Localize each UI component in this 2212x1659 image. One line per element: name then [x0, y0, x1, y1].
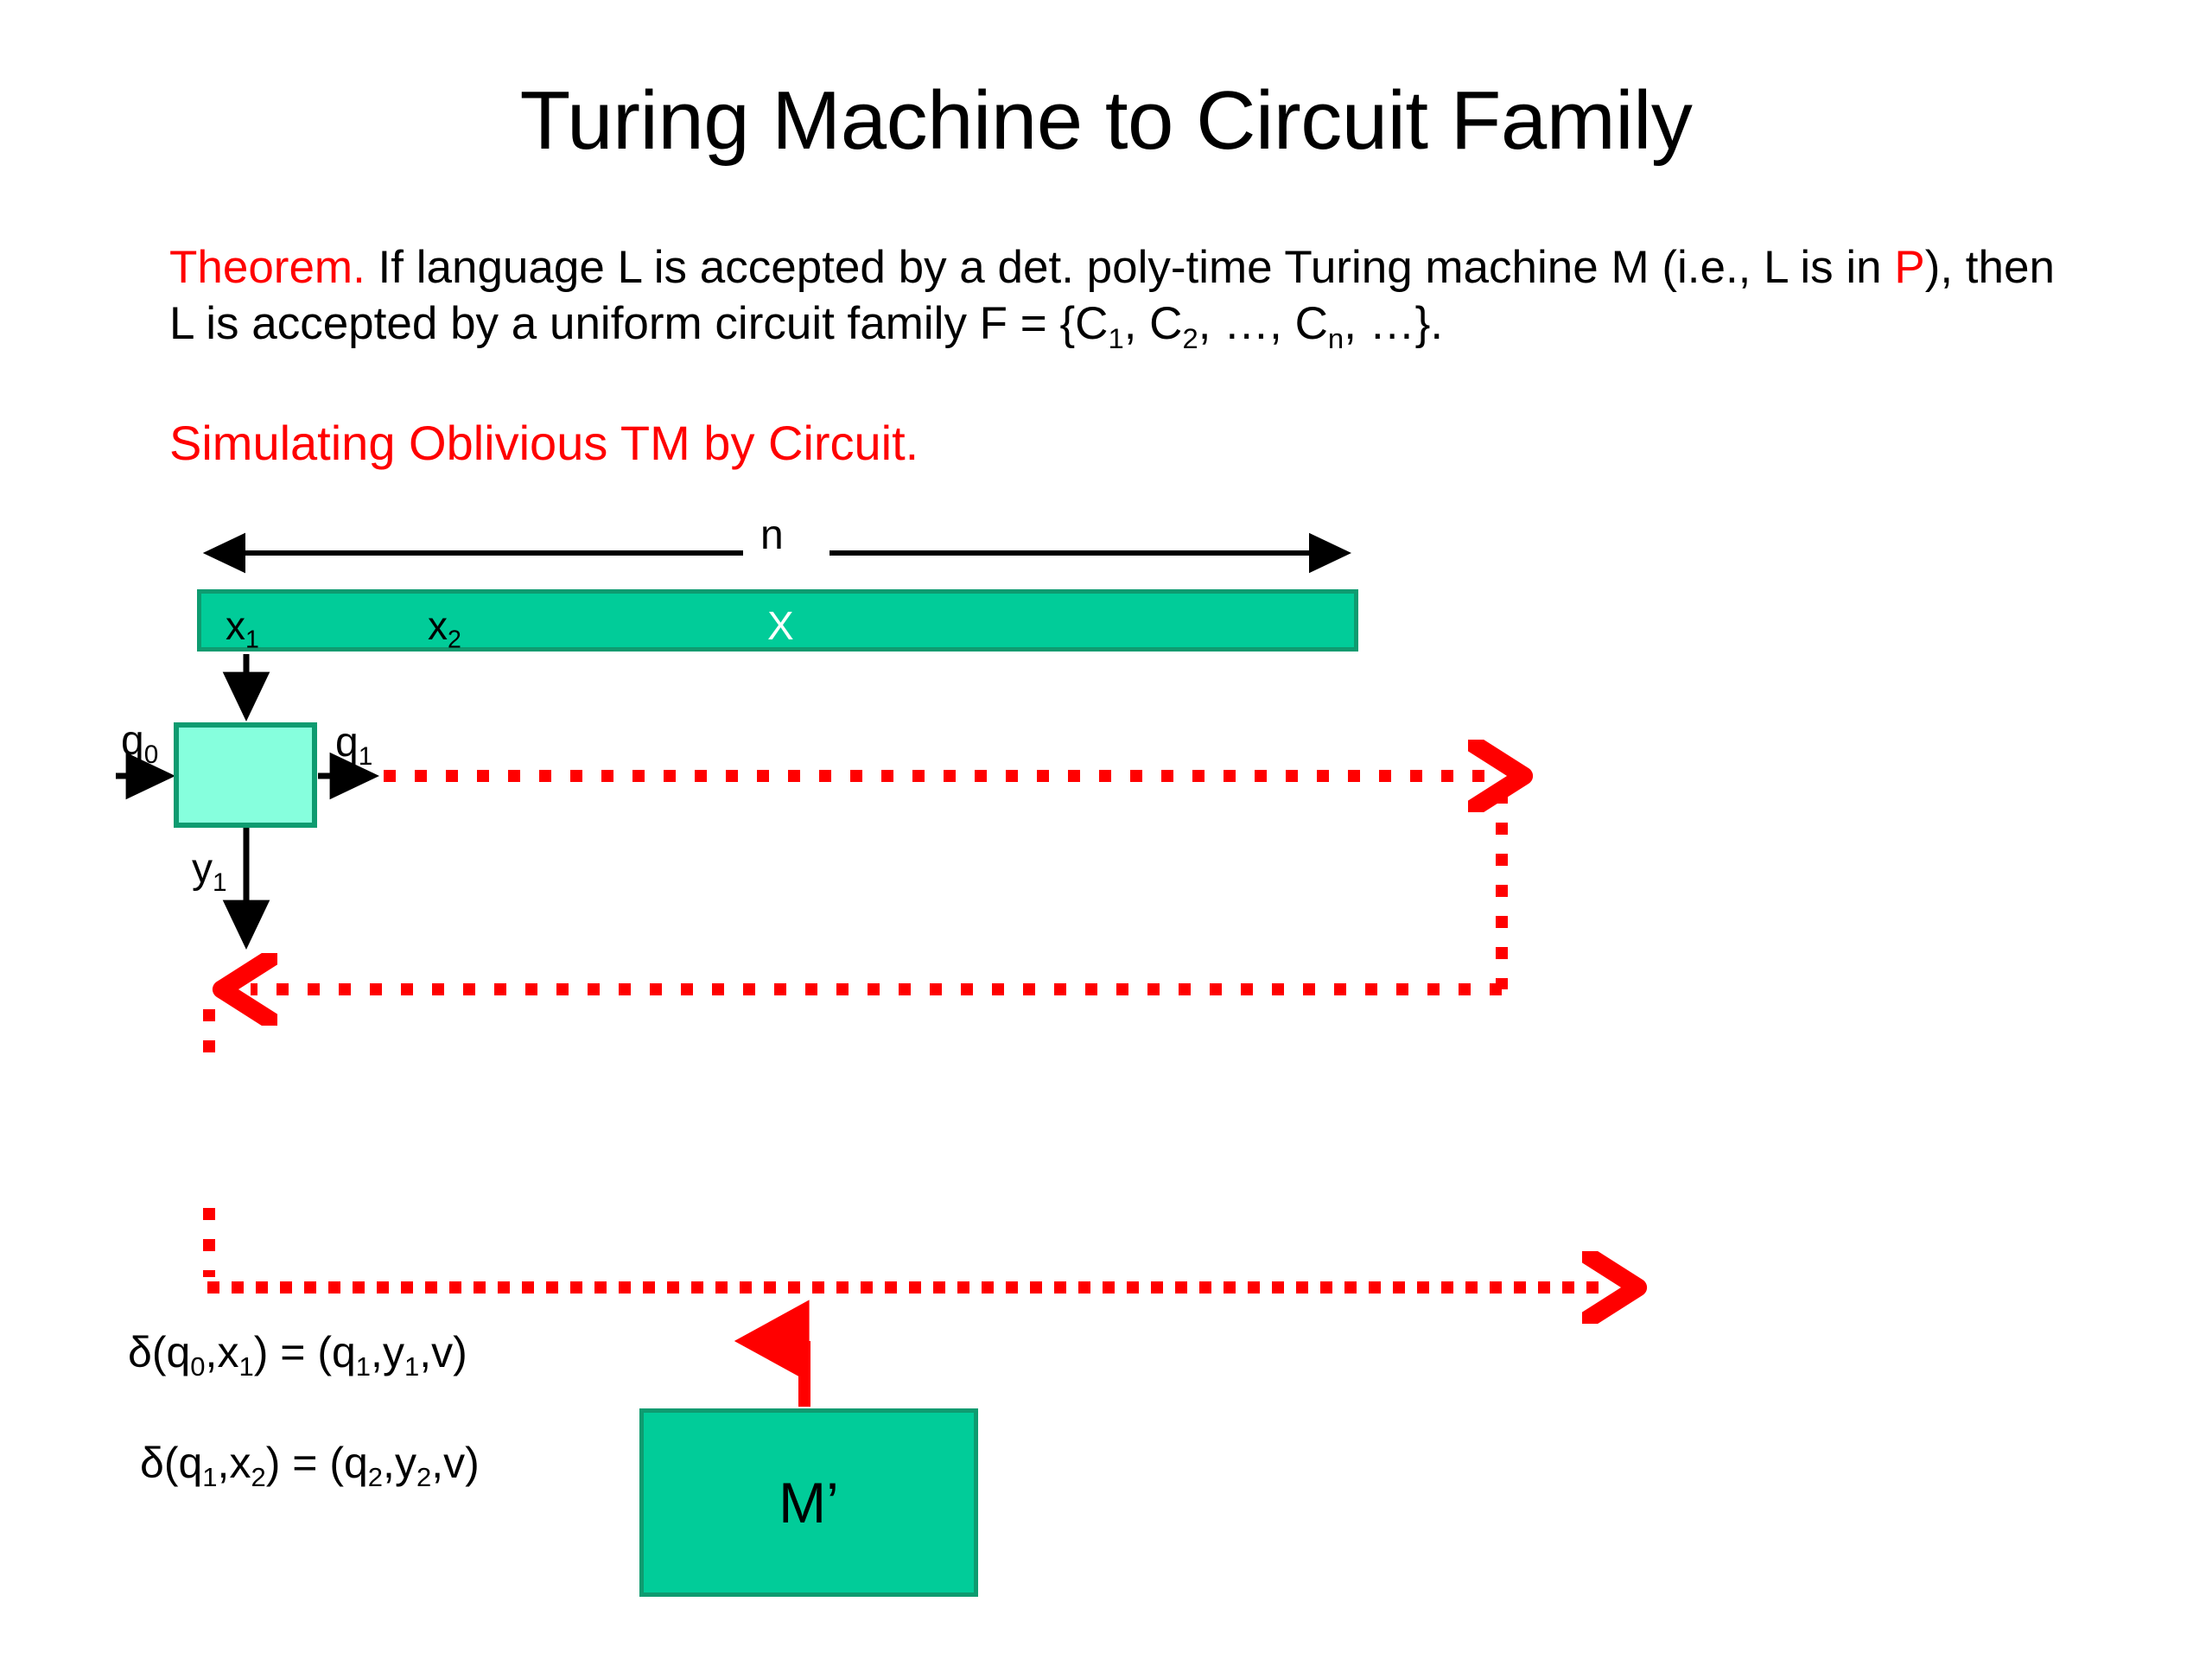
- state-label-q1: q1: [335, 720, 373, 771]
- input-tape: x1 x2 X: [197, 589, 1358, 652]
- circuit-subscript-1: 1: [1108, 321, 1124, 354]
- theorem-statement: Theorem. If language L is accepted by a …: [169, 240, 2070, 356]
- mprime-label: M’: [779, 1471, 839, 1535]
- theorem-text-3: , C: [1123, 297, 1183, 349]
- delta-transition-1: δ(q0,x1) = (q1,y1,v): [128, 1328, 467, 1382]
- tape-cell-x1: x1: [226, 603, 259, 654]
- circuit-subscript-2: 2: [1182, 321, 1198, 354]
- theorem-text-1: If language L is accepted by a det. poly…: [365, 242, 1895, 293]
- mprime-machine-box: M’: [639, 1408, 978, 1597]
- section-subheading: Simulating Oblivious TM by Circuit.: [169, 416, 919, 470]
- tm-step-box: [174, 722, 317, 828]
- theorem-text-4: , …, C: [1198, 297, 1328, 349]
- theorem-text-2: ), then L is accepted by a uniform circu…: [169, 242, 2055, 349]
- complexity-class-P: P: [1894, 242, 1925, 293]
- state-label-q0: q0: [121, 718, 159, 769]
- circuit-subscript-n: n: [1327, 321, 1344, 354]
- tape-cell-x2: x2: [428, 603, 461, 654]
- theorem-keyword: Theorem.: [169, 242, 365, 293]
- output-label-y1: y1: [192, 846, 227, 897]
- delta-transition-2: δ(q1,x2) = (q2,y2,v): [140, 1439, 480, 1493]
- page-title: Turing Machine to Circuit Family: [519, 74, 1693, 167]
- tape-cell-X: X: [767, 603, 794, 648]
- tape-length-label: n: [760, 512, 784, 558]
- theorem-text-5: , …}.: [1344, 297, 1444, 349]
